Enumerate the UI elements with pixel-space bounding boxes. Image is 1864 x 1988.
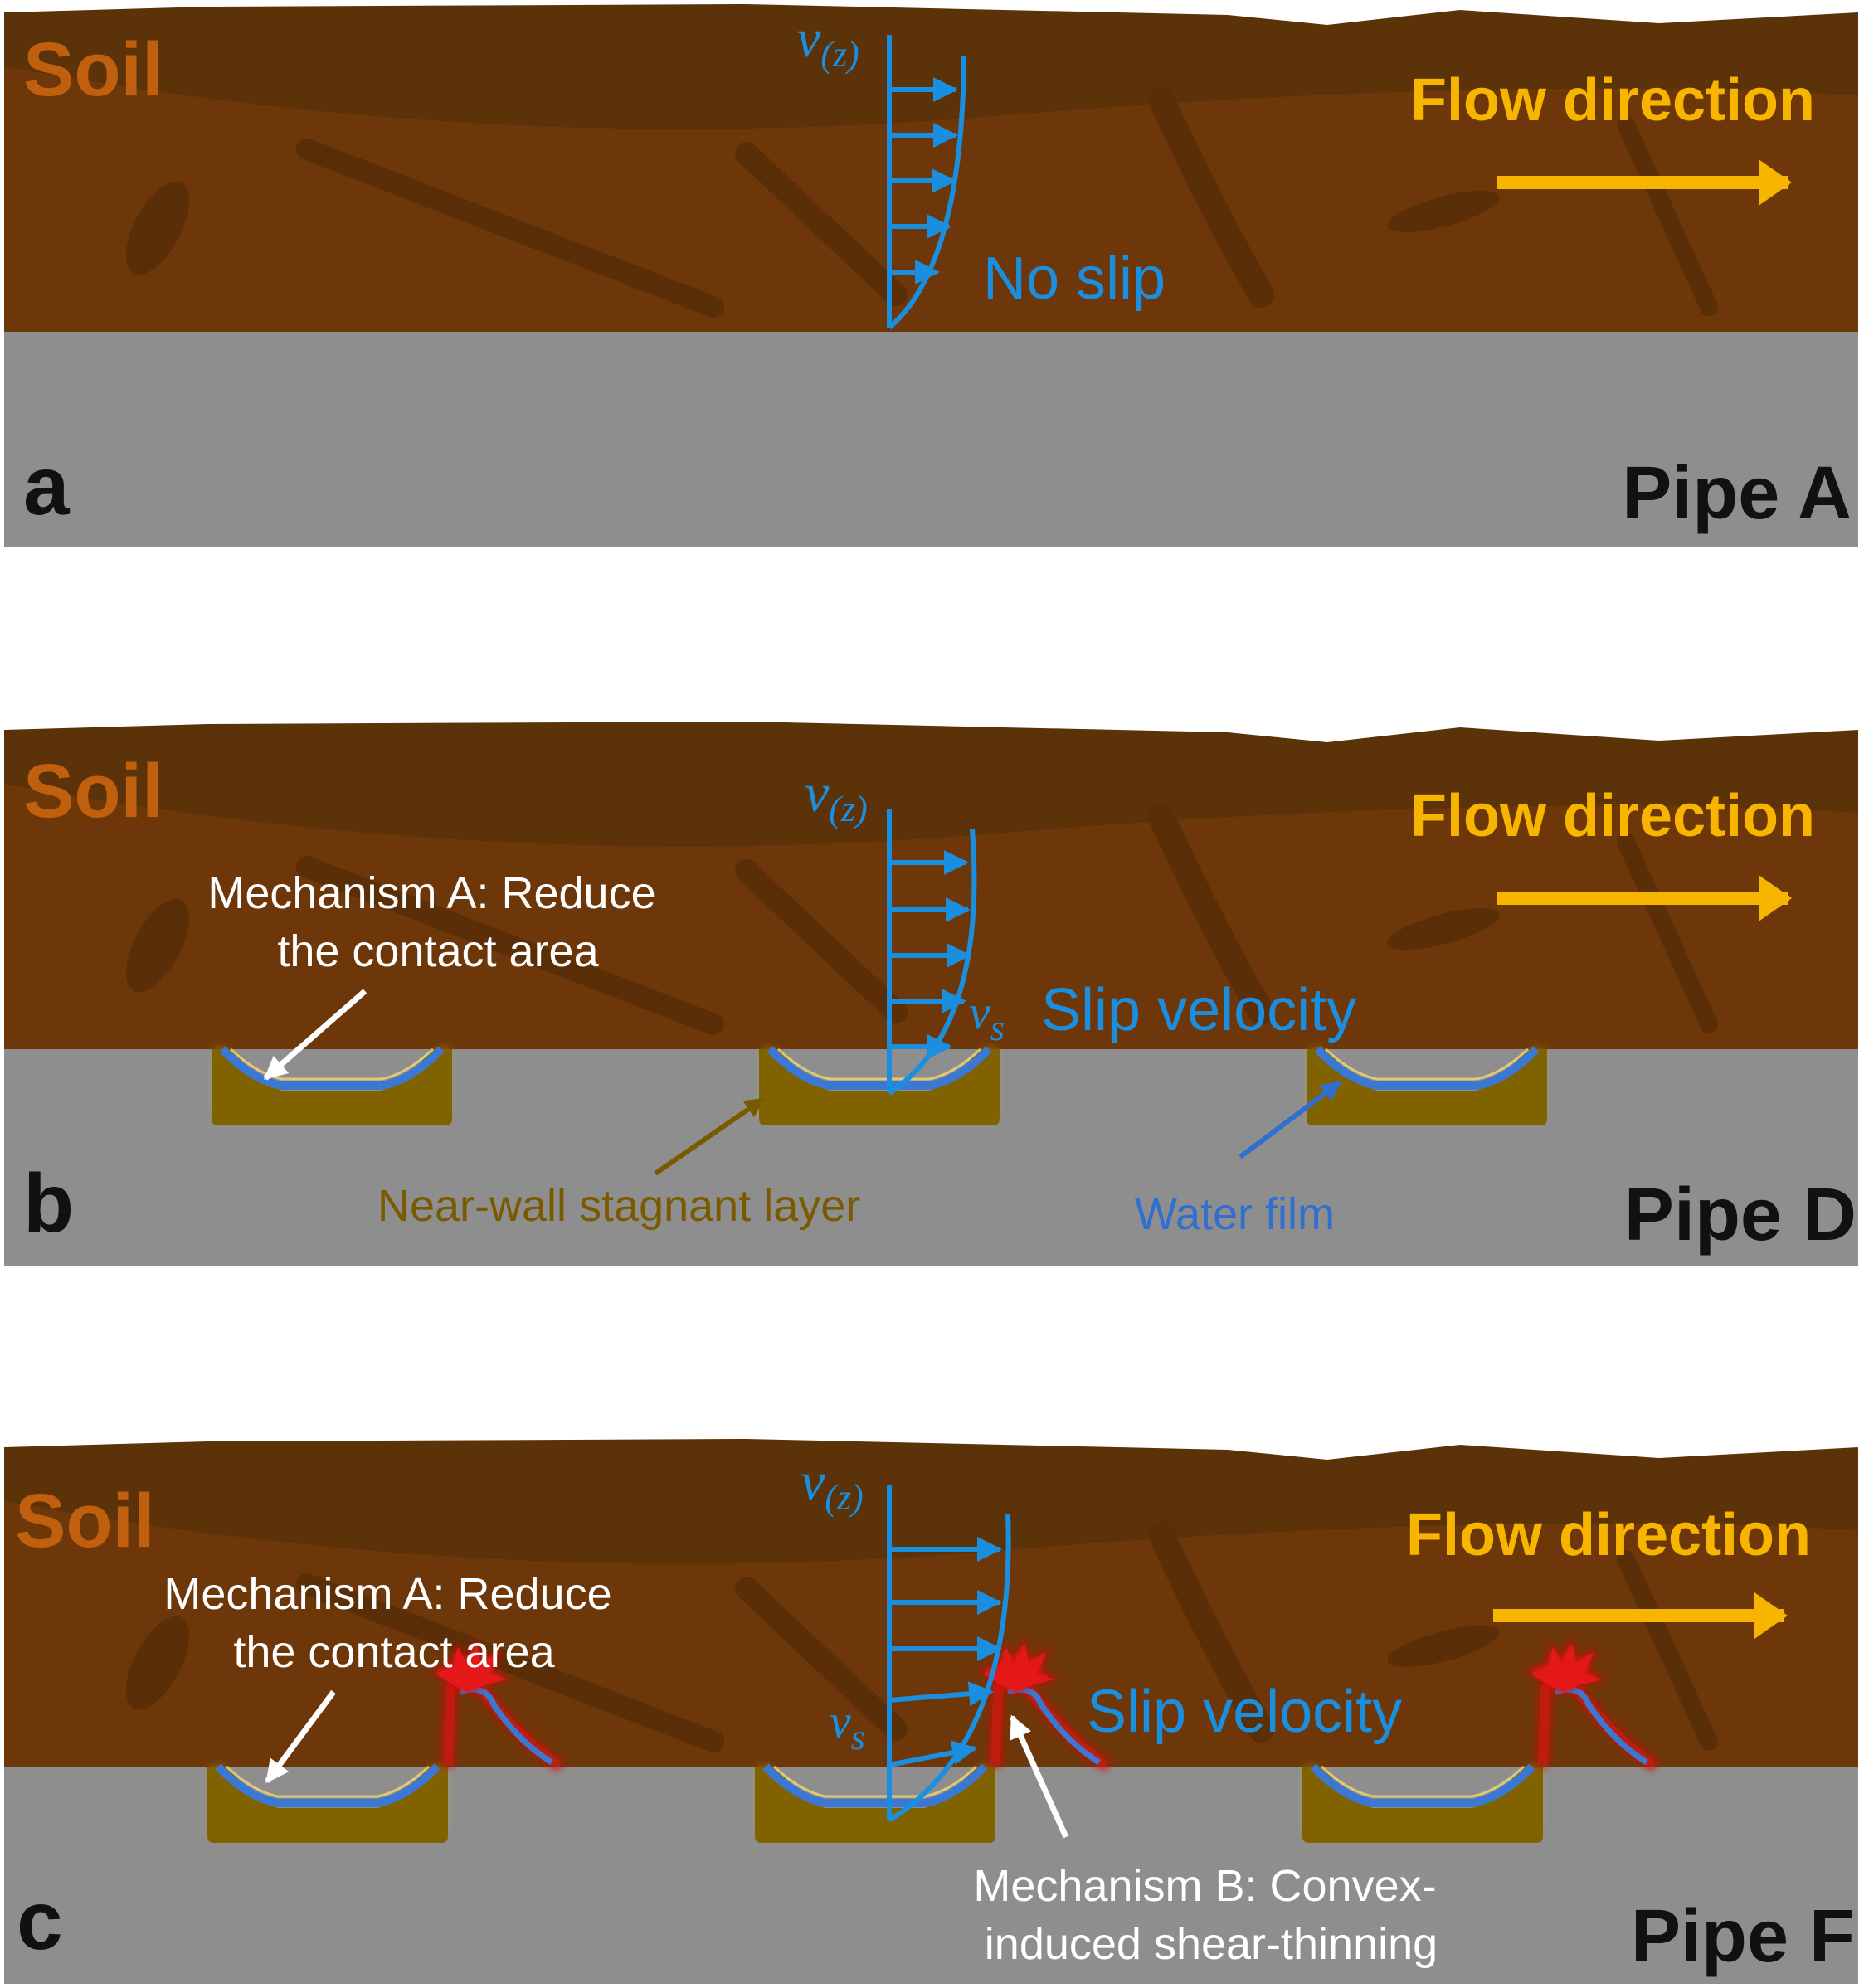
pipe-label: Pipe F — [1631, 1895, 1855, 1978]
pipe-label: Pipe A — [1622, 452, 1852, 535]
velocity-arrow — [888, 1681, 994, 1707]
velocity-arrow — [888, 1740, 977, 1767]
water-film-label: Water film — [1135, 1189, 1335, 1239]
flow-direction-label: Flow direction — [1410, 67, 1815, 134]
velocity-profile — [887, 809, 977, 1096]
velocity-profile — [887, 1485, 1011, 1823]
soil-label: Soil — [23, 749, 163, 834]
slip-velocity-symbol: vs — [830, 1694, 865, 1757]
velocity-symbol: v(z) — [805, 763, 868, 829]
water-film-arrow — [1239, 1080, 1341, 1159]
flow-arrow-head — [1759, 875, 1792, 921]
soil-label: Soil — [15, 1479, 155, 1563]
panel-a: Soil Flow direction v(z) No slip a Pipe … — [4, 4, 1858, 547]
velocity-profile — [887, 35, 966, 330]
mechanism-b-label: Mechanism B: Convex- induced shear-thinn… — [973, 1861, 1448, 1969]
pipe-wall — [4, 332, 1858, 547]
flow-direction-label: Flow direction — [1410, 783, 1815, 849]
panel-letter: c — [17, 1874, 63, 1967]
velocity-symbol: v(z) — [796, 8, 859, 75]
slip-velocity-label: Slip velocity — [1041, 977, 1356, 1043]
soil-layer — [4, 4, 1858, 332]
no-slip-label: No slip — [983, 245, 1166, 312]
velocity-symbol: v(z) — [801, 1451, 864, 1518]
flow-direction-label: Flow direction — [1406, 1502, 1811, 1568]
slip-velocity-symbol: vs — [969, 985, 1005, 1048]
panel-b: Soil Flow direction v(z) vs Slip velocit… — [4, 722, 1858, 1266]
panel-letter: a — [23, 440, 71, 532]
mechanism-a-arrow — [265, 1689, 336, 1784]
panel-c: Soil Flow direction v(z) vs Slip velocit… — [4, 1439, 1858, 1984]
slip-velocity-label: Slip velocity — [1087, 1679, 1402, 1745]
pipe-label: Pipe D — [1624, 1174, 1857, 1256]
soil-label: Soil — [23, 27, 163, 112]
flow-arrow-head — [1759, 159, 1792, 206]
flow-arrow-head — [1754, 1592, 1788, 1639]
mechanism-a-arrow — [263, 989, 367, 1081]
mechanism-b-arrow — [1009, 1714, 1069, 1839]
mechanism-a-label: Mechanism A: Reduce the contact area — [163, 1569, 624, 1677]
stagnant-layer-label: Near-wall stagnant layer — [377, 1181, 860, 1231]
mechanism-a-label: Mechanism A: Reduce the contact area — [207, 868, 668, 976]
stagnant-layer-arrow — [654, 1096, 765, 1176]
panel-letter: b — [23, 1157, 74, 1250]
